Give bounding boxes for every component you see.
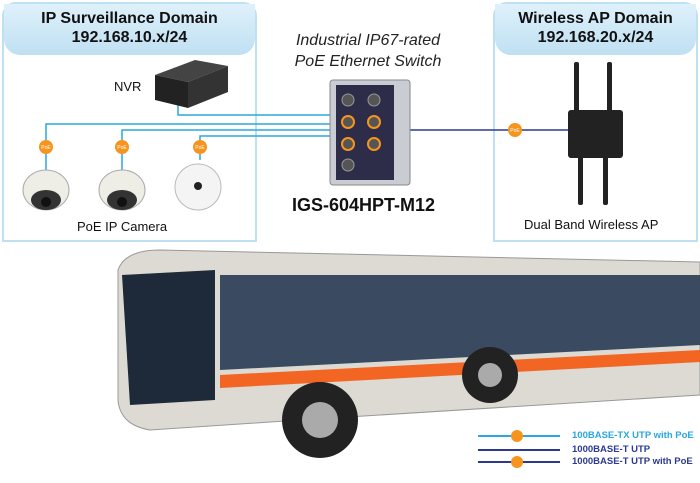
poe-badge-text: PoE [117, 145, 127, 151]
poe-badge-text: PoE [195, 145, 205, 151]
legend-item: 1000BASE-T UTP [572, 444, 651, 455]
domain-subnet: 192.168.20.x/24 [537, 29, 654, 46]
legend-item: 1000BASE-T UTP with PoE [572, 456, 693, 467]
bus-illustration [117, 249, 700, 458]
poe-cables [45, 100, 335, 170]
nvr-label: NVR [114, 79, 142, 94]
dome-camera-icon [22, 169, 70, 211]
poe-badge-text: PoE [510, 128, 520, 134]
domain-header: IP Surveillance Domain 192.168.10.x/24 [4, 4, 255, 55]
domain-title: Wireless AP Domain [518, 10, 673, 27]
fisheye-camera-icon [174, 163, 222, 211]
switch-title-line: PoE Ethernet Switch [294, 53, 442, 70]
dome-camera-icon [98, 169, 146, 211]
switch-model: IGS-604HPT-M12 [292, 195, 436, 215]
ip-surveillance-domain: IP Surveillance Domain 192.168.10.x/24 [2, 2, 257, 242]
ap-label: Dual Band Wireless AP [524, 217, 659, 232]
domain-title: IP Surveillance Domain [41, 10, 218, 27]
domain-subnet: 192.168.10.x/24 [71, 29, 188, 46]
legend-item: 100BASE-TX UTP with PoE [572, 430, 694, 441]
poe-badge-text: PoE [41, 145, 51, 151]
nvr-icon [155, 60, 228, 108]
switch-title-line: Industrial IP67-rated [295, 32, 441, 49]
industrial-switch-icon [329, 79, 411, 186]
wireless-ap-domain: Wireless AP Domain 192.168.20.x/24 [493, 2, 698, 242]
wireless-ap-icon [568, 62, 623, 205]
domain-header: Wireless AP Domain 192.168.20.x/24 [495, 4, 696, 55]
camera-label: PoE IP Camera [77, 219, 168, 234]
poe-badges [39, 123, 522, 154]
legend-lines [478, 430, 560, 468]
